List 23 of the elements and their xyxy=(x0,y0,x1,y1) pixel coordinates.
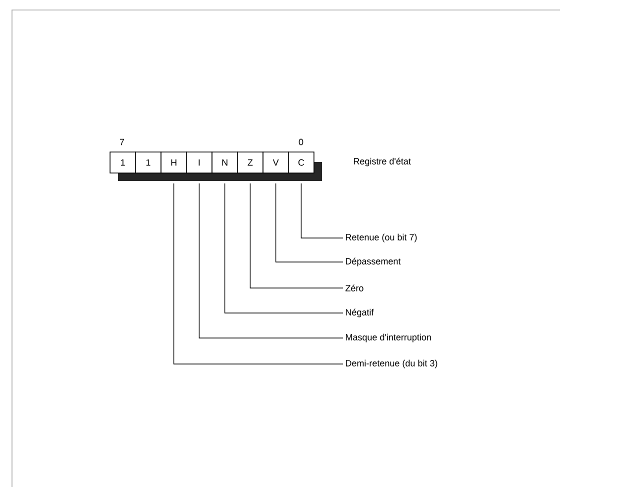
leader-line xyxy=(250,183,344,288)
leader-line xyxy=(173,183,344,364)
leader-line xyxy=(224,183,344,314)
bit-label: Demi-retenue (du bit 3) xyxy=(346,360,438,368)
bit-cell: V xyxy=(262,152,289,174)
leader-line xyxy=(198,183,344,338)
bit-number: 7 xyxy=(120,138,124,146)
leader-line xyxy=(300,183,344,238)
leader-line xyxy=(275,183,344,262)
bit-cell: I xyxy=(186,152,212,174)
bit-cell: 1 xyxy=(110,152,136,174)
bit-cell: 1 xyxy=(135,152,162,174)
bit-label: Masque d'interruption xyxy=(346,334,431,342)
bit-label: Zéro xyxy=(346,284,364,292)
bit-label: Négatif xyxy=(346,308,374,318)
register-title: Registre d'état xyxy=(354,158,411,166)
bit-number: 0 xyxy=(298,138,304,146)
bit-cell: N xyxy=(212,152,238,174)
bit-label: Dépassement xyxy=(346,258,401,266)
bit-cell: C xyxy=(288,152,314,174)
bit-cell: Z xyxy=(237,152,264,174)
bit-label: Retenue (ou bit 7) xyxy=(346,234,417,242)
bit-cell: H xyxy=(160,152,187,174)
